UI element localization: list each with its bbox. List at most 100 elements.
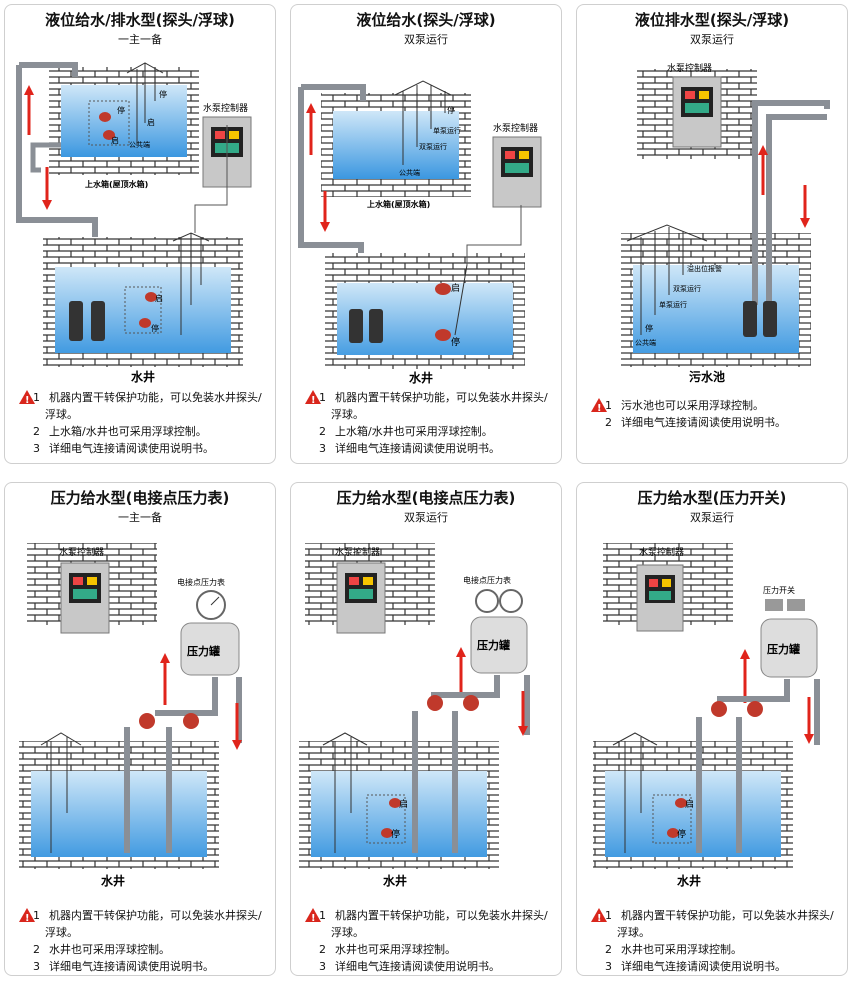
system-diagram: 水泵控制器 压力开关 压力罐 水井 启 停: [593, 543, 820, 888]
panel-title: 压力给水型(电接点压力表): [336, 489, 516, 507]
pump-2: [91, 301, 105, 341]
panel-title: 压力给水型(电接点压力表): [50, 489, 230, 507]
system-diagram: 水泵控制器 上水箱(屋顶水箱) 水井 启 停 单泵运行 双泵运行 公共端 停: [298, 80, 542, 385]
pressure-gauge-icon: [499, 589, 523, 613]
panel-title: 液位给水/排水型(探头/浮球): [45, 11, 235, 29]
gauge-label: 电接点压力表: [177, 577, 225, 587]
svg-text:公共端: 公共端: [399, 168, 420, 177]
pressure-tank: [760, 618, 818, 678]
panel-level-drain-dual: 液位排水型(探头/浮球) 双泵运行 水泵控制器 污水池 溢出位报警 双泵运行 单…: [576, 4, 848, 464]
pressure-tank: [180, 622, 240, 676]
svg-text:单泵运行: 单泵运行: [433, 126, 461, 135]
controller-label: 水泵控制器: [203, 102, 248, 114]
pump-1: [743, 301, 757, 337]
warning-icon: [19, 908, 35, 927]
panel-subtitle: 一主一备: [118, 33, 162, 46]
well-water: [337, 283, 513, 361]
pump-1: [139, 713, 155, 729]
controller-label: 水泵控制器: [493, 122, 538, 134]
svg-text:停: 停: [159, 89, 167, 99]
well-label: 水井: [101, 873, 125, 888]
pump-1: [427, 695, 443, 711]
panel-title: 液位排水型(探头/浮球): [634, 11, 790, 29]
svg-text:启: 启: [451, 282, 460, 294]
panel-level-supply-drain-main-backup: 液位给水/排水型(探头/浮球) 一主一备: [4, 4, 276, 464]
svg-text:双泵运行: 双泵运行: [673, 284, 701, 293]
warning-icon: [19, 390, 35, 409]
panel-pressure-gauge-dual: 压力给水型(电接点压力表) 双泵运行 水泵控制器 电接点压力表 压力罐 水井 启: [290, 482, 562, 976]
upper-tank-water: [333, 111, 459, 179]
gauge-label: 电接点压力表: [463, 575, 511, 585]
tank-label: 压力罐: [767, 642, 800, 656]
pump-2: [747, 701, 763, 717]
upper-tank-label: 上水箱(屋顶水箱): [85, 179, 148, 189]
svg-text:启: 启: [399, 798, 408, 810]
well-water: [55, 267, 231, 357]
panel-pressure-gauge-main-backup: 压力给水型(电接点压力表) 一主一备 水泵控制器 电接点压力表 压力罐 水井 1…: [4, 482, 276, 976]
system-diagram: 水泵控制器 污水池 溢出位报警 双泵运行 单泵运行 停 公共端: [621, 62, 830, 384]
system-diagram: 水泵控制器 电接点压力表 压力罐 水井 启 停: [299, 543, 530, 888]
controller-label: 水泵控制器: [335, 546, 380, 558]
warning-icon: [591, 398, 607, 417]
pool-label: 污水池: [689, 369, 725, 384]
panel-pressure-switch-dual: 压力给水型(压力开关) 双泵运行 水泵控制器 压力开关 压力罐 水井 启 停: [576, 482, 848, 976]
well-label: 水井: [677, 873, 701, 888]
svg-text:启: 启: [155, 293, 163, 303]
pump-2: [369, 309, 383, 343]
svg-text:单泵运行: 单泵运行: [659, 300, 687, 309]
svg-text:启: 启: [685, 798, 694, 810]
svg-text:公共端: 公共端: [129, 140, 150, 149]
controller-label: 水泵控制器: [59, 546, 104, 558]
svg-text:停: 停: [447, 105, 455, 115]
upper-tank-water: [61, 85, 187, 157]
panel-subtitle: 双泵运行: [690, 511, 734, 524]
pump-1: [69, 301, 83, 341]
controller-label: 水泵控制器: [639, 546, 684, 558]
pressure-gauge-icon: [475, 589, 499, 613]
system-diagram: 水泵控制器 电接点压力表 压力罐 水井: [19, 543, 242, 888]
pressure-tank: [470, 616, 528, 674]
well-water: [311, 771, 487, 861]
panel-subtitle: 一主一备: [118, 511, 162, 524]
svg-text:停: 停: [151, 323, 159, 333]
well-label: 水井: [383, 873, 407, 888]
svg-text:停: 停: [451, 336, 460, 348]
upper-tank-label: 上水箱(屋顶水箱): [367, 199, 430, 209]
svg-text:停: 停: [391, 828, 400, 840]
svg-text:停: 停: [677, 828, 686, 840]
controller-label: 水泵控制器: [667, 62, 712, 74]
float-switch: [389, 798, 401, 808]
system-diagram: 水泵控制器 上水箱(屋顶水箱) 水井 停 启 停 启 公共端 启 停: [16, 62, 252, 384]
svg-text:公共端: 公共端: [635, 338, 656, 347]
warning-icon: [305, 390, 321, 409]
svg-text:溢出位报警: 溢出位报警: [687, 264, 722, 273]
tank-label: 压力罐: [477, 638, 510, 652]
pressure-switch-icon: [765, 599, 783, 611]
svg-text:停: 停: [645, 323, 653, 333]
pump-2: [463, 695, 479, 711]
pump-2: [763, 301, 777, 337]
well-label: 水井: [409, 370, 433, 385]
panel-subtitle: 双泵运行: [404, 511, 448, 524]
svg-text:启: 启: [147, 117, 155, 127]
discharge-pipe: [752, 100, 830, 305]
